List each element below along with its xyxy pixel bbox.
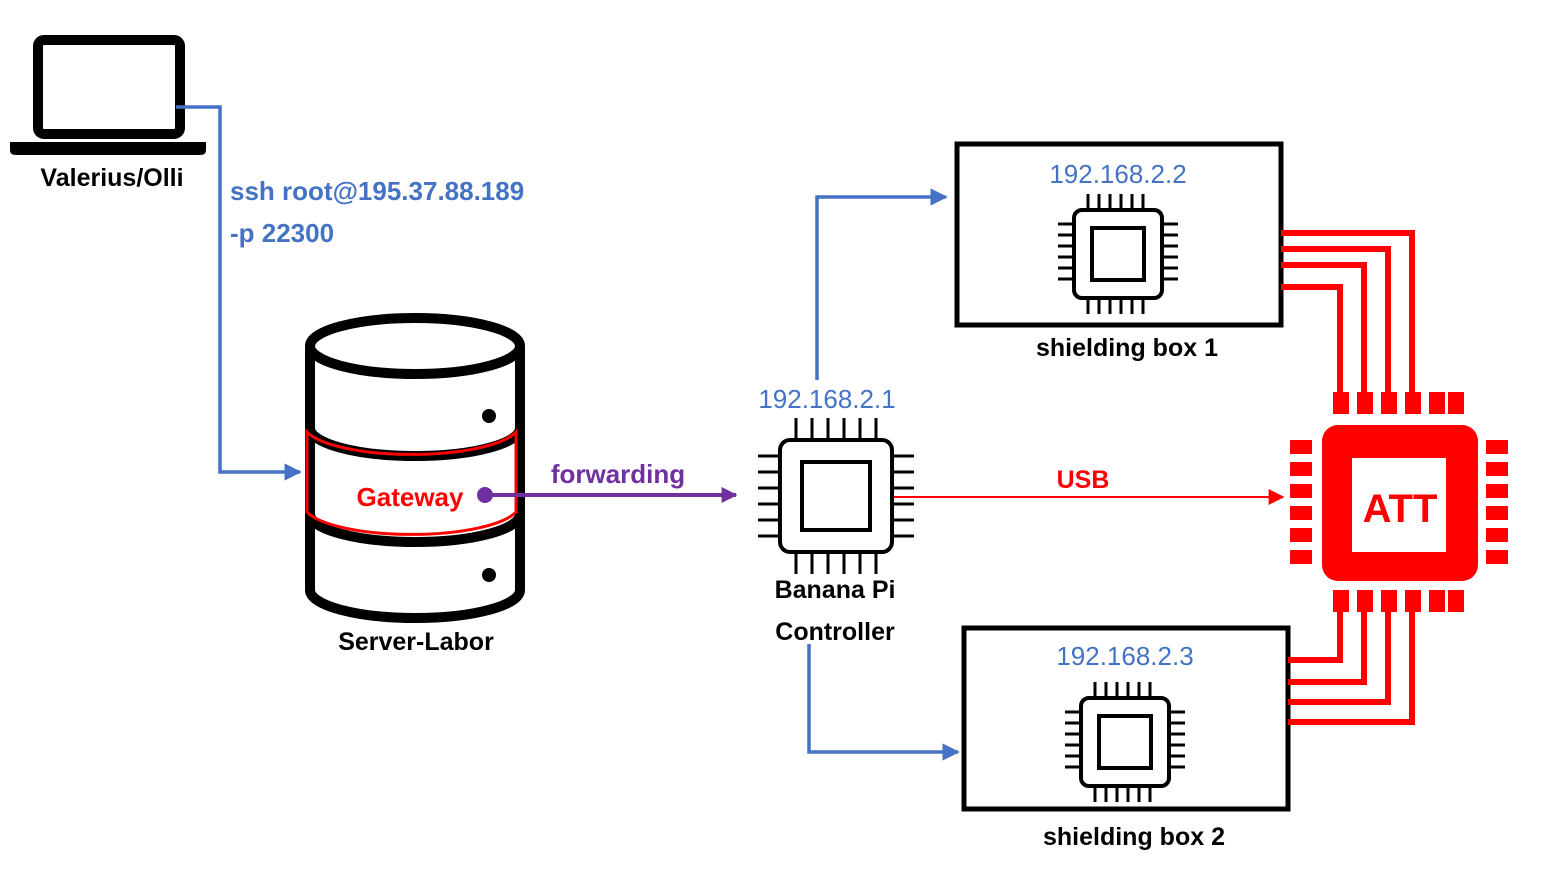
- box1-label: shielding box 1: [1036, 334, 1218, 362]
- database-icon: [305, 313, 525, 623]
- att-label: ATT: [1363, 487, 1438, 531]
- server-label: Server-Labor: [338, 628, 494, 656]
- forwarding-label: forwarding: [551, 459, 685, 489]
- controller-label-line2: Controller: [775, 618, 895, 646]
- usb-label: USB: [1057, 466, 1110, 494]
- att-to-box2-cables: [1288, 612, 1415, 725]
- box2-ip: 192.168.2.3: [1056, 641, 1193, 671]
- controller-to-box2-connector: [807, 644, 960, 761]
- att-chip-icon: [1290, 392, 1508, 612]
- controller-to-box1-connector: [815, 188, 948, 380]
- controller-label-line1: Banana Pi: [775, 576, 896, 604]
- box1-to-att-cables: [1281, 230, 1415, 392]
- gateway-band: [305, 428, 518, 536]
- controller-chip-icon: [758, 418, 914, 574]
- ssh-command-line1: ssh root@195.37.88.189: [230, 176, 524, 206]
- ssh-connector: [176, 105, 302, 481]
- laptop-label: Valerius/Olli: [40, 164, 183, 192]
- box1-chip-icon: [1058, 194, 1178, 314]
- controller-ip: 192.168.2.1: [758, 384, 895, 414]
- laptop-icon: [10, 35, 206, 155]
- ssh-command-line2: -p 22300: [230, 218, 334, 248]
- box1-ip: 192.168.2.2: [1049, 159, 1186, 189]
- box2-label: shielding box 2: [1043, 823, 1225, 851]
- gateway-label: Gateway: [357, 482, 464, 512]
- box2-chip-icon: [1065, 682, 1185, 802]
